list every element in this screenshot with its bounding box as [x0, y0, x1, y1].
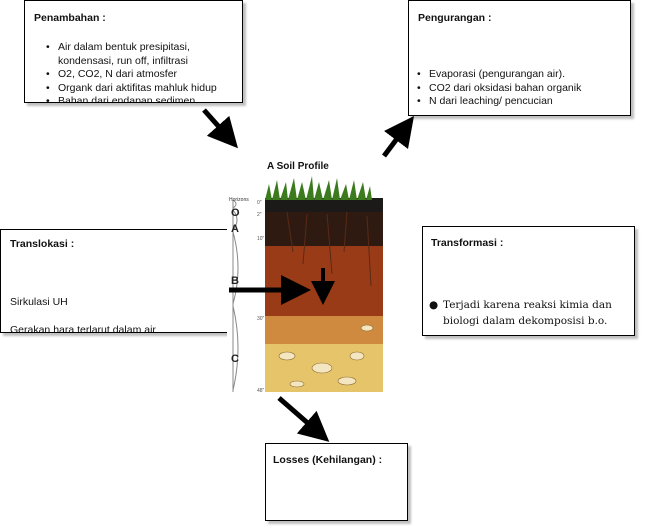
penambahan-list: Air dalam bentuk presipitasi, kondensasi…: [46, 41, 236, 102]
horizon-o: O: [231, 207, 240, 219]
depth-label: 48": [257, 388, 265, 394]
losses-title: Losses (Kehilangan) :: [273, 454, 383, 466]
translokasi-title: Translokasi :: [10, 238, 75, 250]
transformasi-item: ● Terjadi karena reaksi kimia dan biolog…: [427, 297, 633, 329]
list-item: Bahan dari endapan sedimen: [46, 95, 236, 102]
horizons-label: Horizons: [229, 197, 249, 203]
depth-label: 2": [257, 212, 262, 218]
transformasi-box: Transformasi : ● Terjadi karena reaksi k…: [422, 226, 635, 336]
pengurangan-box: Pengurangan : Evaporasi (pengurangan air…: [408, 0, 631, 116]
horizon-a: A: [231, 223, 239, 235]
list-item: Air dalam bentuk presipitasi, kondensasi…: [46, 41, 236, 68]
bullet-icon: ●: [429, 299, 439, 311]
arrow-pengurangan: [382, 116, 414, 158]
list-item: O2, CO2, N dari atmosfer: [46, 68, 236, 82]
translokasi-box: Translokasi : Sirkulasi UH Gerakan hara …: [0, 229, 245, 333]
arrow-losses: [277, 396, 330, 442]
list-item: CO2 dari oksidasi bahan organik: [417, 82, 622, 96]
arrow-penambahan: [202, 108, 238, 149]
translokasi-line-2: Gerakan hara terlarut dalam air: [10, 324, 156, 333]
penambahan-box: Penambahan : Air dalam bentuk presipitas…: [24, 0, 243, 103]
horizon-c: C: [231, 353, 239, 365]
transformasi-title: Transformasi :: [431, 237, 504, 249]
depth-label: 30": [257, 316, 265, 322]
losses-box: Losses (Kehilangan) :: [265, 443, 408, 521]
pengurangan-list: Evaporasi (pengurangan air). CO2 dari ok…: [417, 68, 622, 109]
list-item: Organk dari aktifitas mahluk hidup: [46, 82, 236, 96]
soil-profile-title: A Soil Profile: [267, 161, 329, 172]
translokasi-line-1: Sirkulasi UH: [10, 296, 68, 308]
list-item: N dari leaching/ pencucian: [417, 95, 622, 109]
pengurangan-title: Pengurangan :: [418, 12, 492, 24]
penambahan-title: Penambahan :: [34, 12, 106, 24]
transformasi-text: Terjadi karena reaksi kimia dan biologi …: [443, 299, 612, 327]
depth-label: 0": [257, 200, 262, 206]
depth-label: 10": [257, 236, 265, 242]
horizon-b: B: [231, 275, 239, 287]
list-item: Evaporasi (pengurangan air).: [417, 68, 622, 82]
